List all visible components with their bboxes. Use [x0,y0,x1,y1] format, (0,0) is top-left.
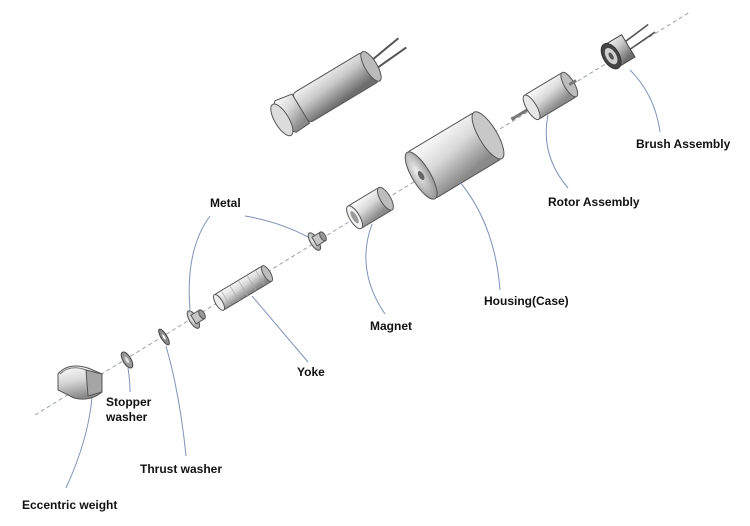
rotor-assembly-icon [511,71,579,121]
label-eccentric-weight: Eccentric weight [22,498,118,512]
leader-thrust [165,345,187,457]
label-brush-assembly: Brush Assembly [636,137,731,151]
leader-metal-lower [188,215,211,311]
assembly-axis [34,11,691,416]
leader-yoke [251,295,309,363]
assembled-motor-icon [270,37,407,137]
thrust-washer-icon [158,328,170,346]
housing-icon [404,111,505,200]
label-metal: Metal [210,196,241,210]
leader-housing [459,181,501,291]
metal-bearing-icon [186,309,206,329]
leader-magnet [365,223,386,315]
label-rotor-assembly: Rotor Assembly [548,195,640,209]
leader-stopper [127,367,131,393]
label-magnet: Magnet [370,319,412,333]
leader-metal-upper [244,215,309,238]
label-stopper-washer-line2: washer [106,410,148,424]
leader-brush [629,69,661,133]
label-housing: Housing(Case) [484,294,569,308]
leader-eccentric [65,397,93,489]
metal-bearing-icon [307,231,327,251]
stopper-washer-icon [120,351,134,369]
yoke-icon [212,265,274,311]
label-yoke: Yoke [297,365,325,379]
brush-assembly-icon [600,23,656,70]
label-stopper-washer-line1: Stopper [106,395,152,409]
label-thrust-washer: Thrust washer [140,462,223,476]
eccentric-weight-icon [57,365,103,400]
magnet-icon [346,186,394,230]
leader-rotor [545,114,569,189]
